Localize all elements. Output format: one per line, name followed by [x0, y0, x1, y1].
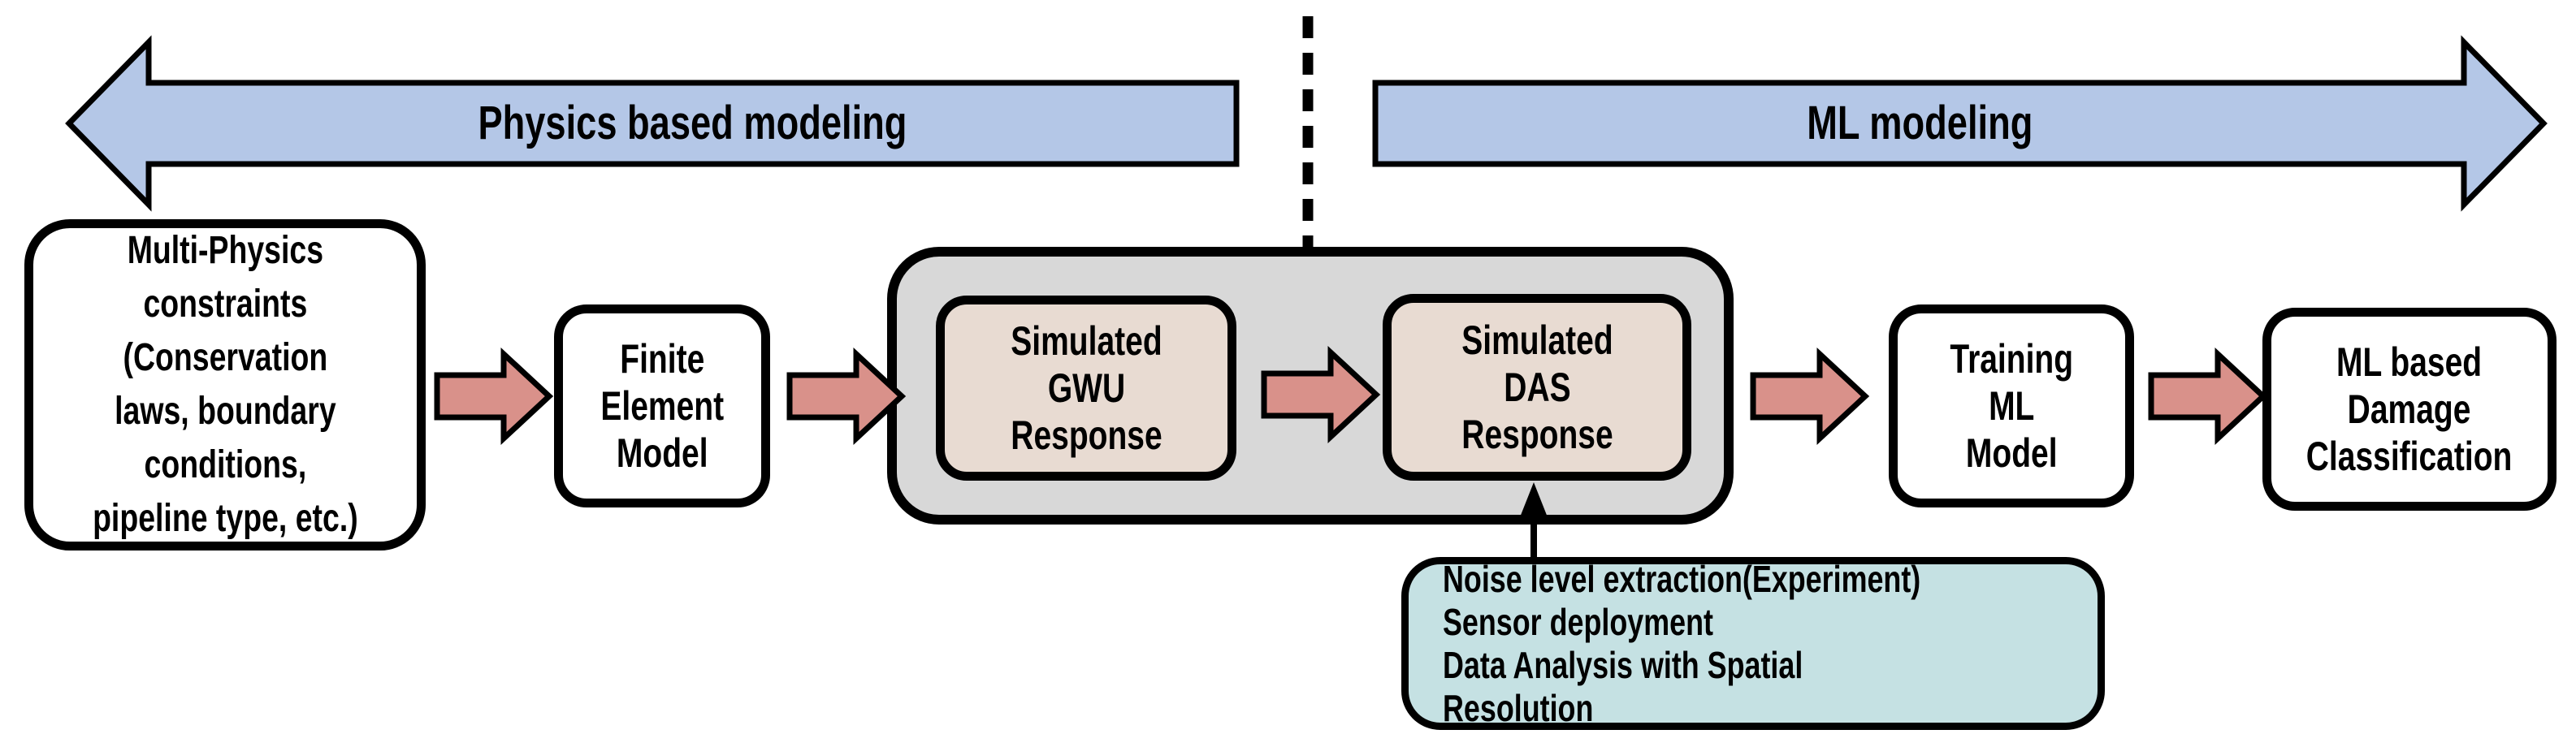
node-gwu-label: Simulated GWU Response [1010, 318, 1162, 458]
flow-arrow-icon-5 [2148, 347, 2268, 446]
physics-banner-text: Physics based modeling [478, 97, 907, 149]
ml-banner-label: ML modeling [1375, 83, 2464, 164]
noise-note-text: Noise level extraction(Experiment) Senso… [1443, 557, 1921, 729]
noise-note-box: Noise level extraction(Experiment) Senso… [1401, 557, 2105, 730]
physics-banner-label: Physics based modeling [149, 83, 1236, 164]
node-das-label: Simulated DAS Response [1461, 317, 1613, 457]
node-multi-physics-constraints: Multi-Physics constraints (Conservation … [24, 219, 426, 551]
node-ml-damage-classification: ML based Damage Classification [2262, 308, 2557, 511]
node-multi-physics-label: Multi-Physics constraints (Conservation … [92, 229, 358, 540]
node-training-ml-model: Training ML Model [1889, 304, 2134, 507]
flow-arrow-icon-1 [434, 347, 554, 446]
node-simulated-das-response: Simulated DAS Response [1383, 294, 1691, 481]
node-mlclass-label: ML based Damage Classification [2306, 339, 2513, 479]
node-simulated-gwu-response: Simulated GWU Response [936, 296, 1236, 481]
flow-arrow-icon-4 [1750, 347, 1870, 446]
node-finite-element-model: Finite Element Model [554, 304, 770, 507]
node-training-label: Training ML Model [1950, 336, 2073, 476]
node-fem-label: Finite Element Model [600, 336, 724, 476]
ml-banner-text: ML modeling [1806, 97, 2033, 149]
flow-arrow-icon-2 [786, 347, 907, 446]
